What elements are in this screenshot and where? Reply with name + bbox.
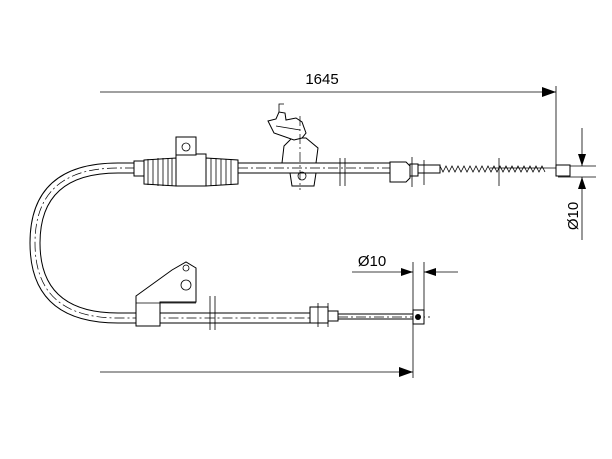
lower-bracket	[135, 261, 197, 327]
upper-bellows-grommet	[133, 136, 239, 187]
diameter-right-label: Ø10	[565, 202, 582, 230]
length-label: 1645	[305, 71, 338, 88]
lower-diameter-dimension: Ø10	[352, 253, 458, 378]
diameter-lower-label: Ø10	[358, 253, 386, 270]
length-dimension: 1645	[100, 71, 557, 173]
bottom-length-dimension	[100, 367, 413, 377]
lower-cable-section	[209, 296, 430, 330]
right-end-fitting	[389, 157, 571, 187]
right-diameter-dimension: Ø10	[558, 128, 596, 240]
cable-sheath	[29, 162, 320, 324]
mounting-bracket	[267, 103, 319, 190]
